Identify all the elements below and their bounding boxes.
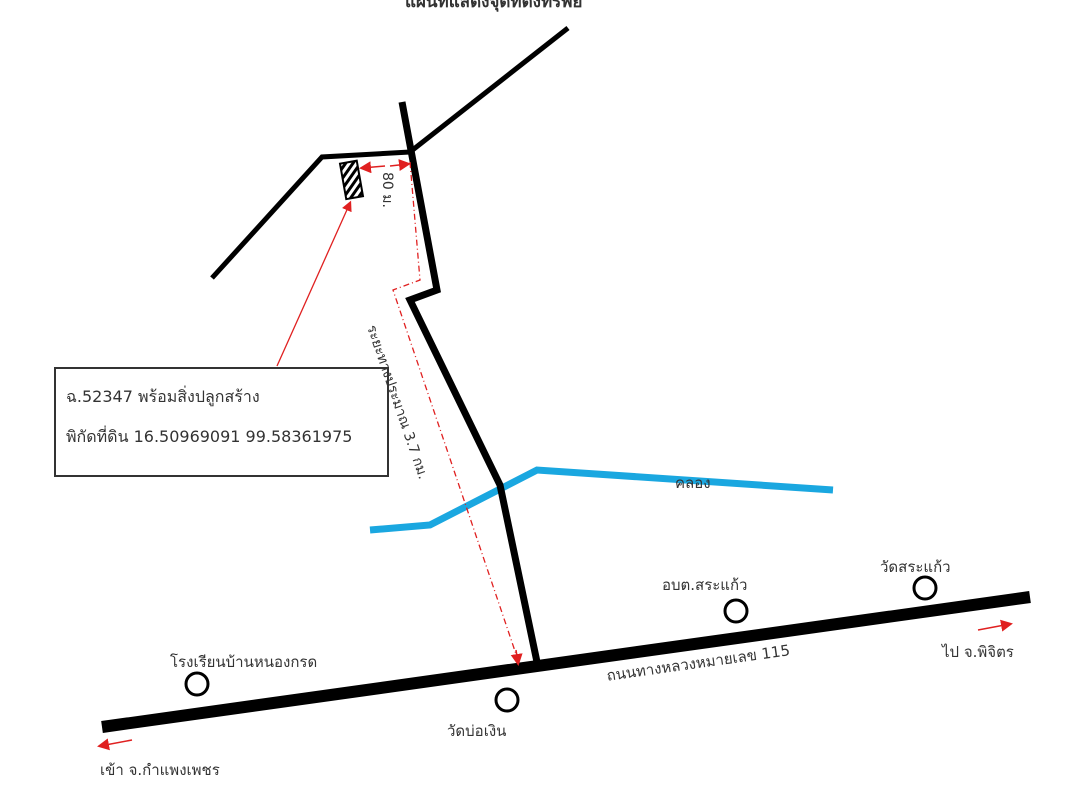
deed-number: ฉ.52347 พร้อมสิ่งปลูกสร้าง [66, 387, 260, 406]
landmark-label: อบต.สระแก้ว [662, 576, 748, 594]
highway-115 [101, 591, 1031, 733]
property-plot[interactable] [338, 159, 365, 201]
canal [369, 466, 834, 534]
landmark-label: วัดสระแก้ว [880, 558, 951, 576]
to-phichit-label: ไป จ.พิจิตร [942, 643, 1014, 661]
route-end-arrow [510, 649, 523, 666]
distance-80m-arrow-end [389, 159, 411, 171]
landmark-label: โรงเรียนบ้านหนองกรด [170, 653, 318, 671]
canal-label: คลอง [675, 474, 711, 492]
local-road-west [210, 149, 411, 280]
map-title: แผนที่แสดงจุดที่ตั้งทรัพย์ [405, 0, 583, 12]
arrow-to-phichit [977, 619, 1013, 632]
local-road-northeast [408, 26, 570, 154]
landmark-label: วัดบ่อเงิน [447, 722, 507, 740]
coordinates: พิกัดที่ดิน 16.50969091 99.58361975 [66, 427, 353, 446]
info-box: ฉ.52347 พร้อมสิ่งปลูกสร้าง พิกัดที่ดิน 1… [54, 367, 389, 477]
distance-80m-label: 80 ม. [379, 172, 395, 208]
landmark-wat-bo-ngoen[interactable] [494, 687, 520, 713]
leader-line [276, 200, 352, 367]
landmark-obt-sa-kaeo[interactable] [723, 598, 749, 624]
arrow-to-kamphaeng [97, 738, 133, 751]
landmark-school[interactable] [184, 671, 210, 697]
route-distance-line [392, 161, 519, 661]
landmark-wat-sa-kaeo[interactable] [912, 575, 938, 601]
to-kamphaeng-label: เข้า จ.กำแพงเพชร [100, 761, 220, 779]
access-road [398, 101, 541, 663]
distance-80m-arrow [359, 161, 386, 174]
